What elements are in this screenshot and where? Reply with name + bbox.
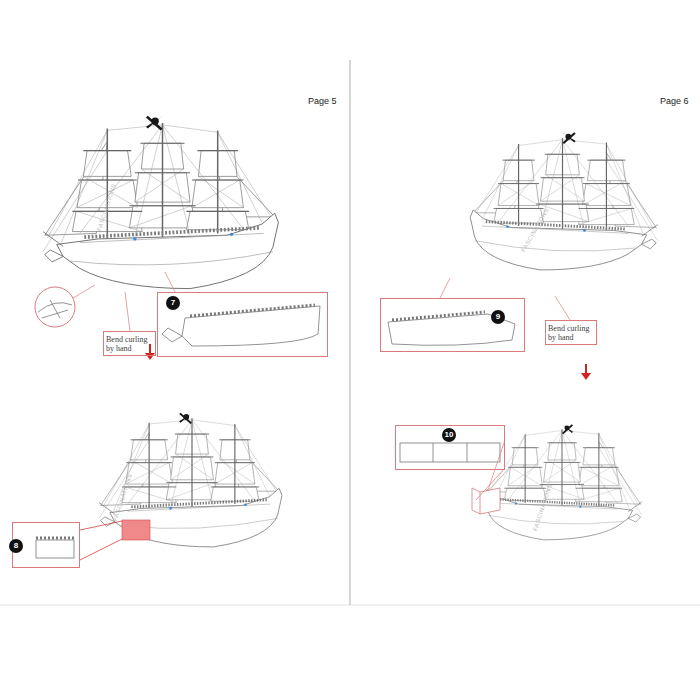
part-callout-box: 8 bbox=[12, 522, 80, 568]
part-callout-box: 7 bbox=[157, 292, 328, 357]
part-callout-box: 10 bbox=[395, 425, 505, 470]
part-callout-box: 9 bbox=[380, 298, 525, 352]
note-box: Bend curling by hand bbox=[103, 331, 156, 356]
callout-number: 8 bbox=[9, 539, 23, 553]
note-text: Bend curling by hand bbox=[546, 321, 596, 345]
callout-number: 10 bbox=[442, 428, 456, 442]
page-number: Page 6 bbox=[660, 96, 689, 107]
note-text: Bend curling by hand bbox=[104, 332, 155, 356]
page-number: Page 5 bbox=[308, 96, 337, 107]
callout-number: 7 bbox=[166, 296, 180, 310]
callout-number: 9 bbox=[491, 310, 505, 324]
note-box: Bend curling by hand bbox=[545, 320, 597, 345]
